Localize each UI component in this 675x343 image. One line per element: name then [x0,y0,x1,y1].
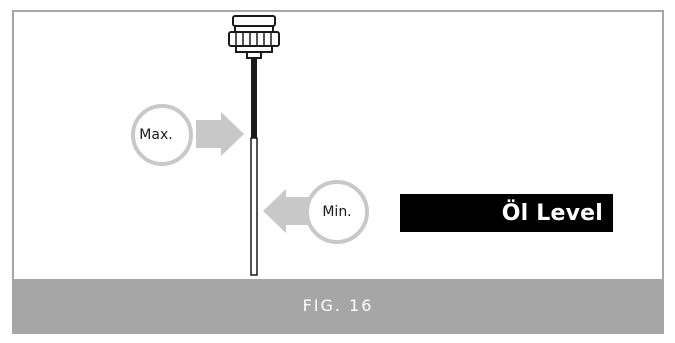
oil-level-label-box: Öl Level [400,194,613,232]
max-indicator [131,104,244,166]
figure-caption-bar: FIG. 16 [14,279,662,332]
dipstick-cap [228,15,280,59]
dipstick-rod [250,58,258,276]
max-label: Max. [139,127,173,143]
min-indicator [263,180,369,244]
oil-level-label: Öl Level [501,200,603,226]
figure-caption: FIG. 16 [302,296,374,315]
min-label: Min. [322,204,352,220]
